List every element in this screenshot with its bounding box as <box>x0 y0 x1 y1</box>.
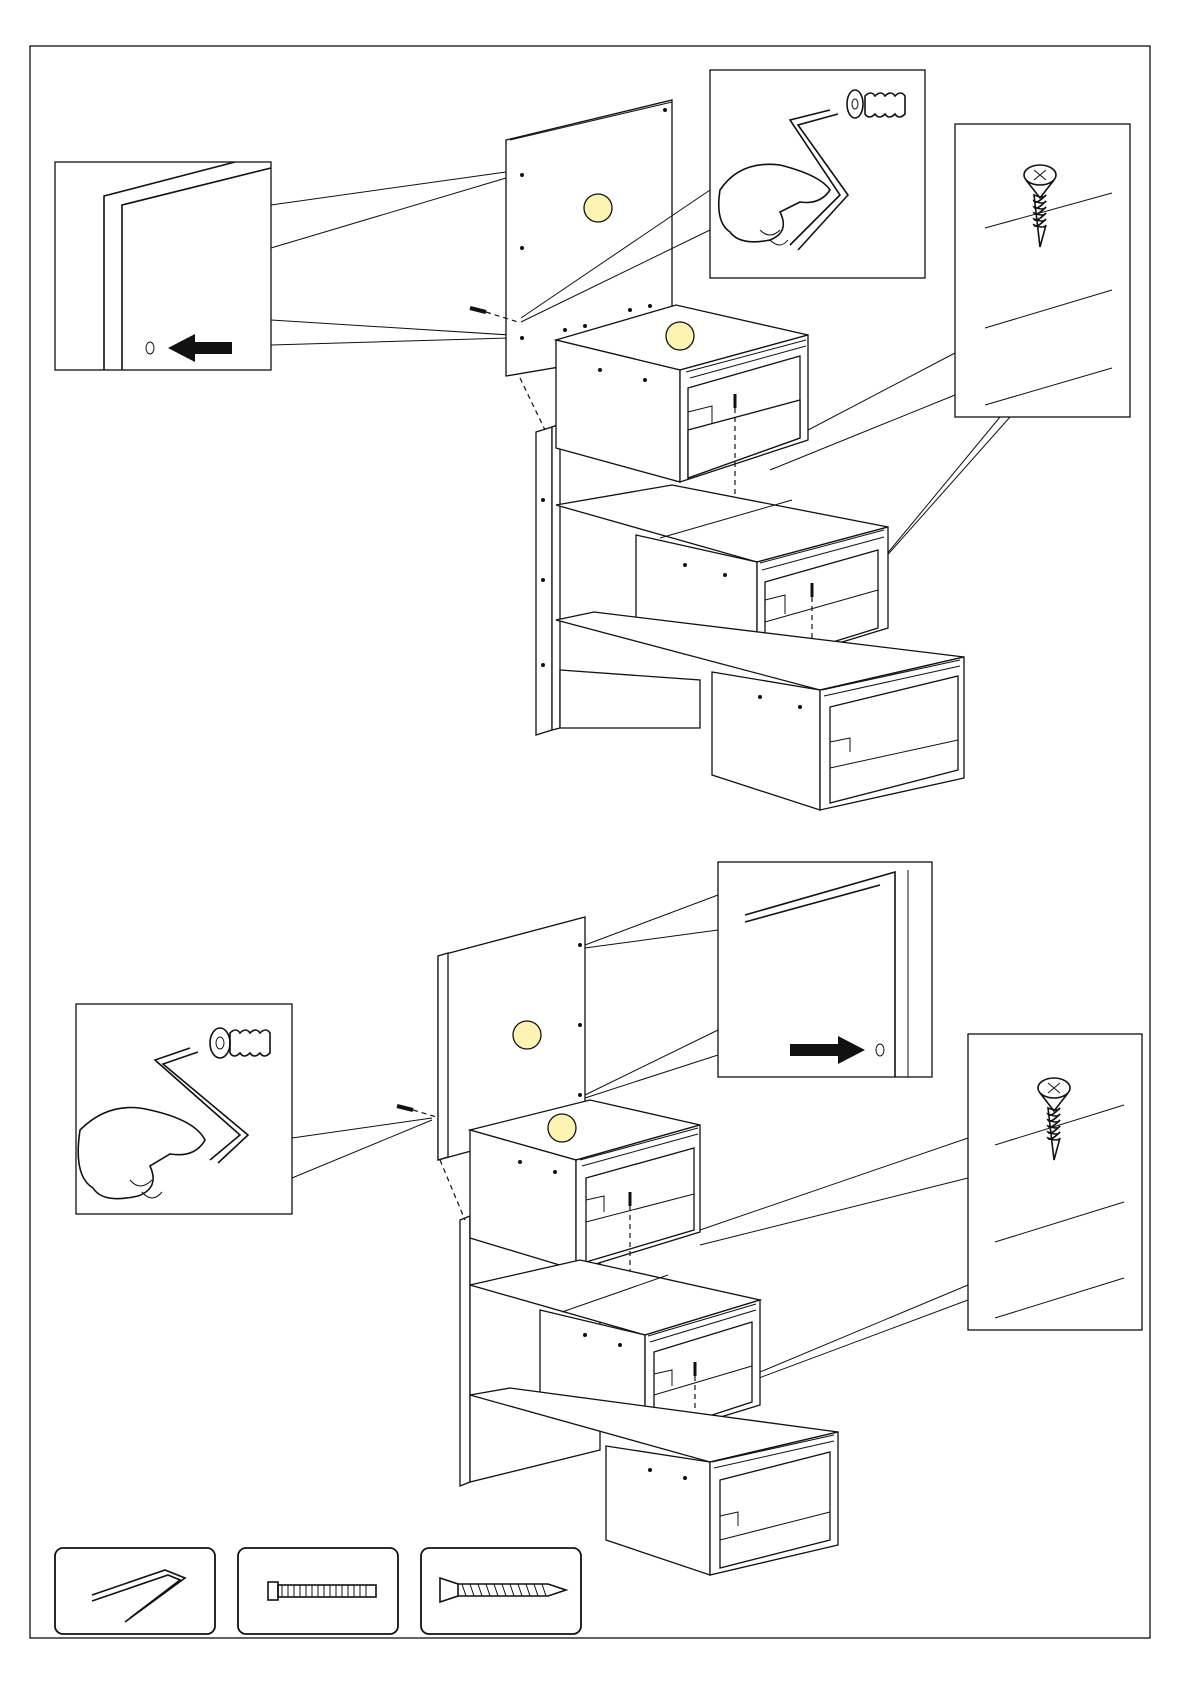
position-marker <box>666 322 694 350</box>
parts-legend <box>55 1548 581 1634</box>
lower-back-fill <box>560 670 700 728</box>
connector-bolt-step2 <box>397 1106 440 1118</box>
detail-hex-key-callout-2 <box>76 1004 432 1214</box>
part-connector-bolt <box>238 1548 398 1634</box>
back-panel-lower <box>520 378 560 735</box>
position-marker <box>548 1114 576 1142</box>
step-1 <box>55 70 1130 810</box>
position-marker <box>584 194 612 222</box>
part-hex-key <box>55 1548 215 1634</box>
position-marker <box>513 1021 541 1049</box>
cube-top <box>556 304 808 505</box>
part-wood-screw <box>421 1548 581 1634</box>
detail-screw-callout-2 <box>700 1034 1142 1400</box>
detail-panel-hole-callout <box>55 162 510 370</box>
detail-panel-hole-callout-2 <box>585 862 932 1098</box>
cube-middle <box>556 485 964 690</box>
step-2 <box>76 862 1142 1575</box>
